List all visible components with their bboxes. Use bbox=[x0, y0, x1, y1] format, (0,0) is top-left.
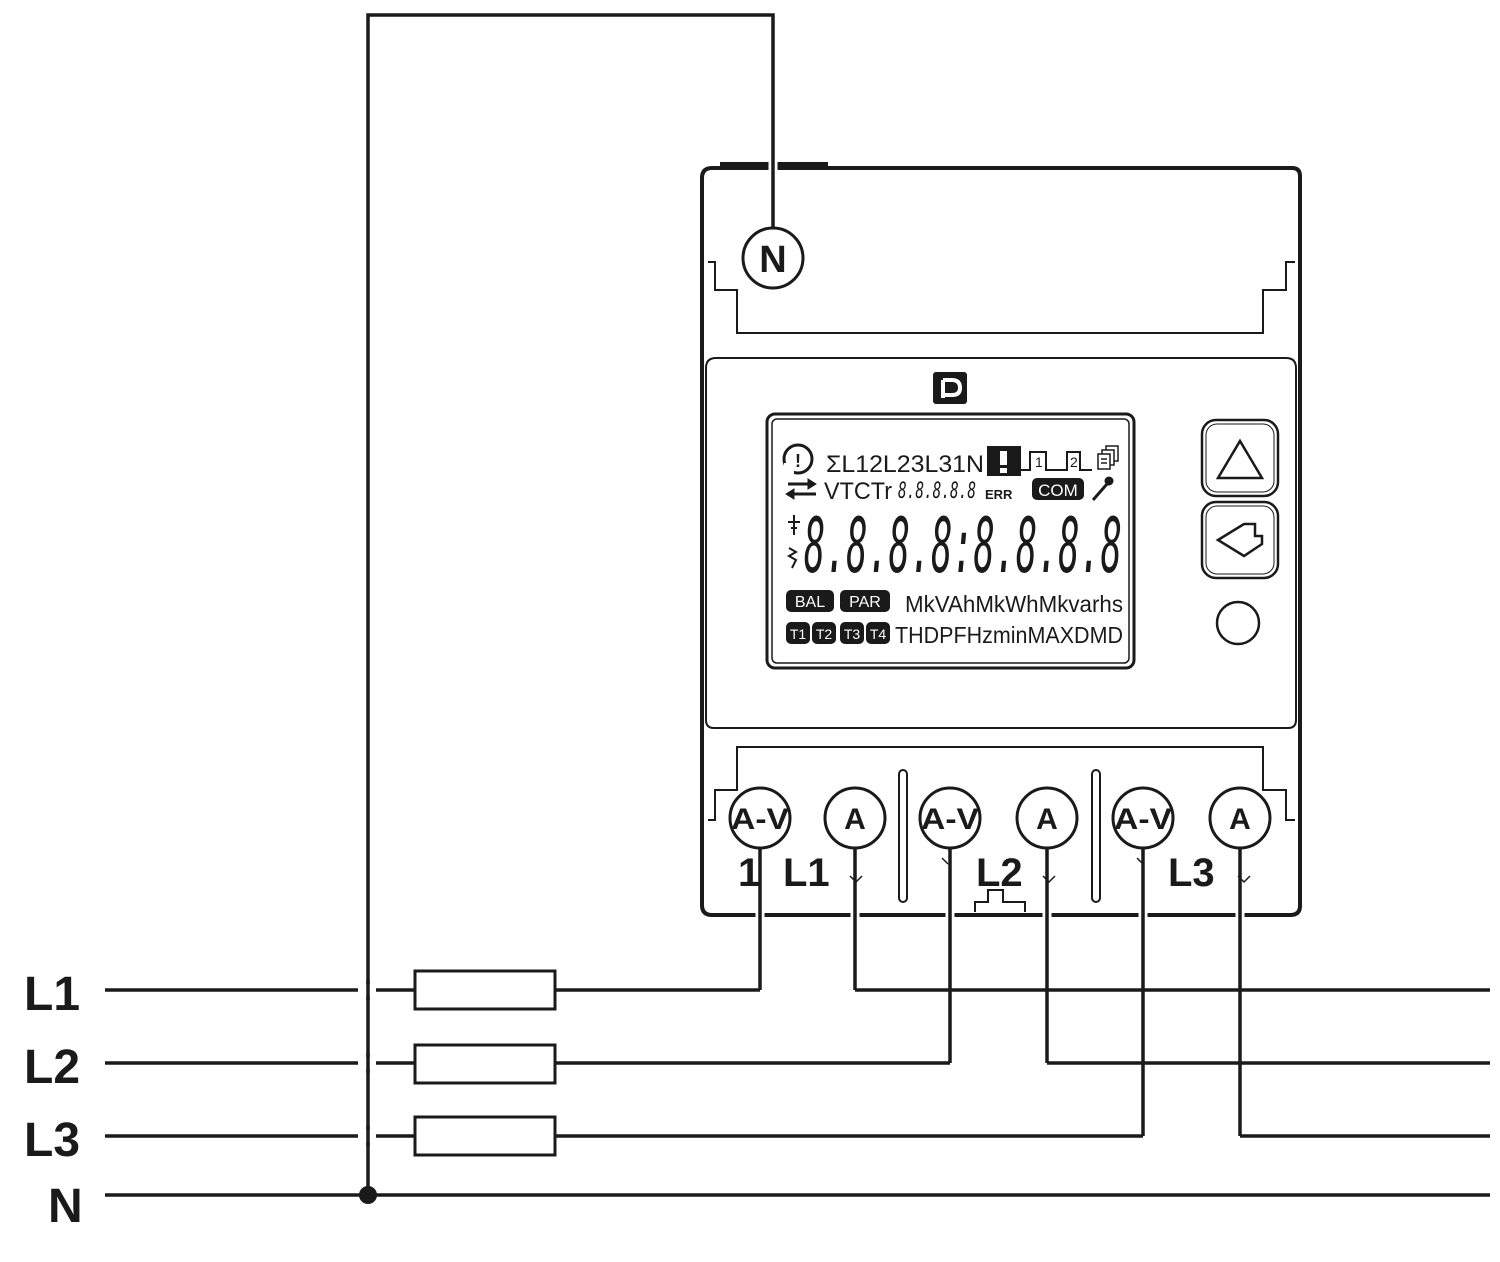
alarm-icon: ! bbox=[782, 443, 814, 475]
tariff-badges: T1 T2 T3 T4 bbox=[786, 622, 890, 644]
terminal-2-label: A bbox=[844, 803, 866, 836]
phase-label-l1: L1 bbox=[783, 851, 830, 895]
neutral-junction-dot bbox=[359, 1186, 377, 1204]
terminal-4-label: A bbox=[1036, 803, 1058, 836]
warning-icon bbox=[987, 446, 1021, 476]
battery-icon bbox=[786, 515, 800, 569]
tariff-t1: T1 bbox=[790, 626, 807, 642]
pulse-output-icon bbox=[1021, 451, 1092, 471]
brand-logo bbox=[933, 372, 967, 404]
phase-labels: 1 L1 L2 L3 bbox=[738, 851, 1251, 895]
phase-label-l2: L2 bbox=[976, 851, 1023, 895]
pulse-2-label: 2 bbox=[1070, 454, 1078, 470]
neutral-feed-wire bbox=[366, 13, 775, 1195]
lcd-com-badge: COM bbox=[1038, 481, 1078, 500]
neutral-terminal: N bbox=[741, 226, 805, 290]
line-label-l3: L3 bbox=[24, 1114, 80, 1167]
wrench-icon bbox=[1091, 476, 1114, 501]
tariff-t3: T3 bbox=[844, 626, 861, 642]
bidirectional-arrows-icon bbox=[785, 478, 817, 500]
lcd-energy-units: MkVAhMkWhMkvarhs bbox=[905, 591, 1123, 617]
lcd-phase-indicators: ΣL12L23L31N bbox=[826, 451, 984, 478]
lcd-vtctr-label: VTCTr bbox=[824, 478, 892, 505]
terminal-3-label: A-V bbox=[921, 803, 979, 836]
enter-icon bbox=[1215, 522, 1264, 558]
phase-label-1: 1 bbox=[738, 851, 760, 895]
line-label-l1: L1 bbox=[24, 968, 80, 1021]
up-button[interactable] bbox=[1200, 418, 1280, 498]
fuse-l2 bbox=[413, 1043, 557, 1085]
led-indicator bbox=[1215, 600, 1261, 646]
neutral-terminal-label: N bbox=[759, 239, 786, 281]
pages-icon bbox=[1097, 445, 1119, 470]
fuses bbox=[413, 969, 557, 1157]
line-label-n: N bbox=[48, 1180, 83, 1233]
terminal-1-label: A-V bbox=[731, 803, 789, 836]
svg-text:!: ! bbox=[795, 451, 801, 471]
lcd-display: ! ΣL12L23L31N 1 2 VTCTr 8.8.8.8.8 bbox=[765, 412, 1136, 670]
lcd-small-digits: 8.8.8.8.8 bbox=[898, 479, 976, 504]
fuse-l3 bbox=[413, 1115, 557, 1157]
lcd-err-label: ERR bbox=[985, 487, 1013, 502]
tariff-t4: T4 bbox=[870, 626, 887, 642]
fuse-l1 bbox=[413, 969, 557, 1011]
tariff-t2: T2 bbox=[816, 626, 833, 642]
line-label-l2: L2 bbox=[24, 1041, 80, 1094]
up-arrow-icon bbox=[1215, 438, 1265, 480]
pulse-1-label: 1 bbox=[1035, 454, 1043, 470]
lcd-bal-badge: BAL bbox=[795, 594, 825, 611]
lcd-measurement-units: THDPFHzminMAXDMD bbox=[895, 622, 1123, 648]
bottom-terminals: A-V A A-V A A-V A bbox=[728, 786, 1272, 850]
lcd-main-digits: 8.8.8.8:8.8.8.8 bbox=[804, 501, 1122, 590]
lcd-par-badge: PAR bbox=[849, 594, 881, 611]
phase-label-l3: L3 bbox=[1168, 851, 1215, 895]
terminal-6-label: A bbox=[1229, 803, 1251, 836]
terminal-5-label: A-V bbox=[1114, 803, 1172, 836]
enter-button[interactable] bbox=[1200, 500, 1280, 580]
energy-meter bbox=[700, 162, 1302, 917]
